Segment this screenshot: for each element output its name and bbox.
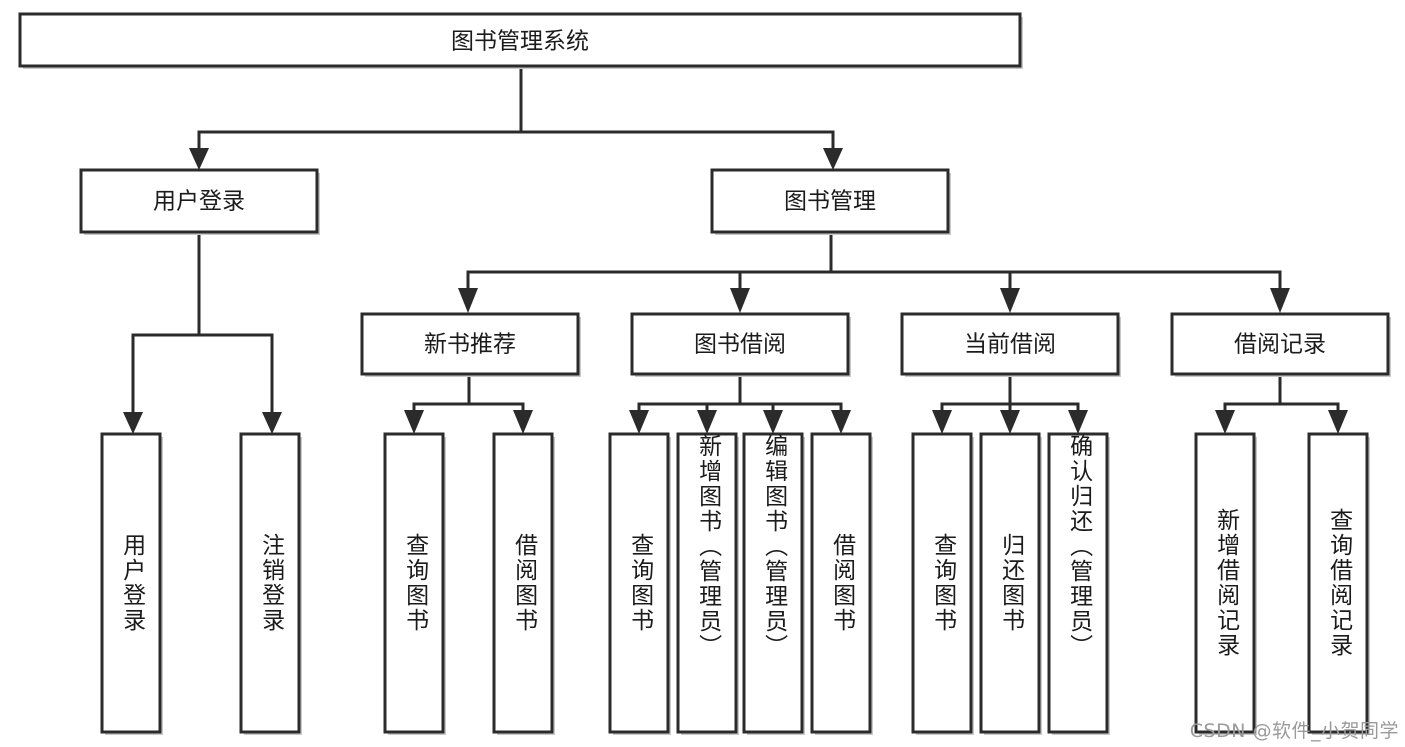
leaf-box-query-book-2[interactable] — [608, 432, 671, 735]
node-root-label: 图书管理系统 — [451, 29, 589, 55]
node-borrow-record-label: 借阅记录 — [1234, 332, 1326, 358]
connector-userlogin-to-leaves — [123, 231, 282, 434]
connector-borrowrecord-to-leaves — [1215, 374, 1348, 434]
leaf-box-borrow-book-2[interactable] — [810, 432, 873, 735]
leaf-box-edit-book[interactable] — [742, 432, 805, 735]
leaf-box-logout-login[interactable] — [239, 432, 302, 735]
watermark: CSDN @软件_小贺同学 — [1189, 720, 1399, 742]
leaf-box-query-book-3[interactable] — [911, 432, 974, 735]
node-new-book-recommend[interactable]: 新书推荐 — [360, 312, 581, 377]
leaf-box-add-record[interactable] — [1194, 432, 1257, 735]
leaf-box-borrow-book-1[interactable] — [492, 432, 555, 735]
node-book-manage[interactable]: 图书管理 — [710, 168, 951, 235]
node-new-book-recommend-label: 新书推荐 — [424, 332, 516, 358]
leaf-boxes — [100, 432, 1370, 735]
node-user-login-label: 用户登录 — [153, 189, 245, 215]
leaf-box-return-book[interactable] — [979, 432, 1042, 735]
node-current-borrow-label: 当前借阅 — [964, 332, 1056, 358]
connector-bookborrow-to-leaves — [629, 374, 851, 434]
node-root[interactable]: 图书管理系统 — [18, 12, 1023, 69]
node-user-login[interactable]: 用户登录 — [79, 168, 320, 235]
node-current-borrow[interactable]: 当前借阅 — [900, 312, 1121, 377]
node-book-manage-label: 图书管理 — [784, 189, 876, 215]
connector-root-to-level2 — [189, 66, 843, 170]
leaf-box-query-record[interactable] — [1307, 432, 1370, 735]
node-book-borrow[interactable]: 图书借阅 — [630, 312, 851, 377]
connector-newbook-to-leaves — [404, 374, 533, 434]
leaf-box-user-login[interactable] — [100, 432, 163, 735]
node-book-borrow-label: 图书借阅 — [694, 332, 786, 358]
node-borrow-record[interactable]: 借阅记录 — [1170, 312, 1391, 377]
leaf-box-add-book[interactable] — [676, 432, 739, 735]
connector-bookmanage-to-level3 — [458, 231, 1290, 313]
connector-currentborrow-to-leaves — [932, 374, 1088, 434]
leaf-box-confirm-return[interactable] — [1047, 432, 1110, 735]
leaf-box-query-book-1[interactable] — [383, 432, 446, 735]
